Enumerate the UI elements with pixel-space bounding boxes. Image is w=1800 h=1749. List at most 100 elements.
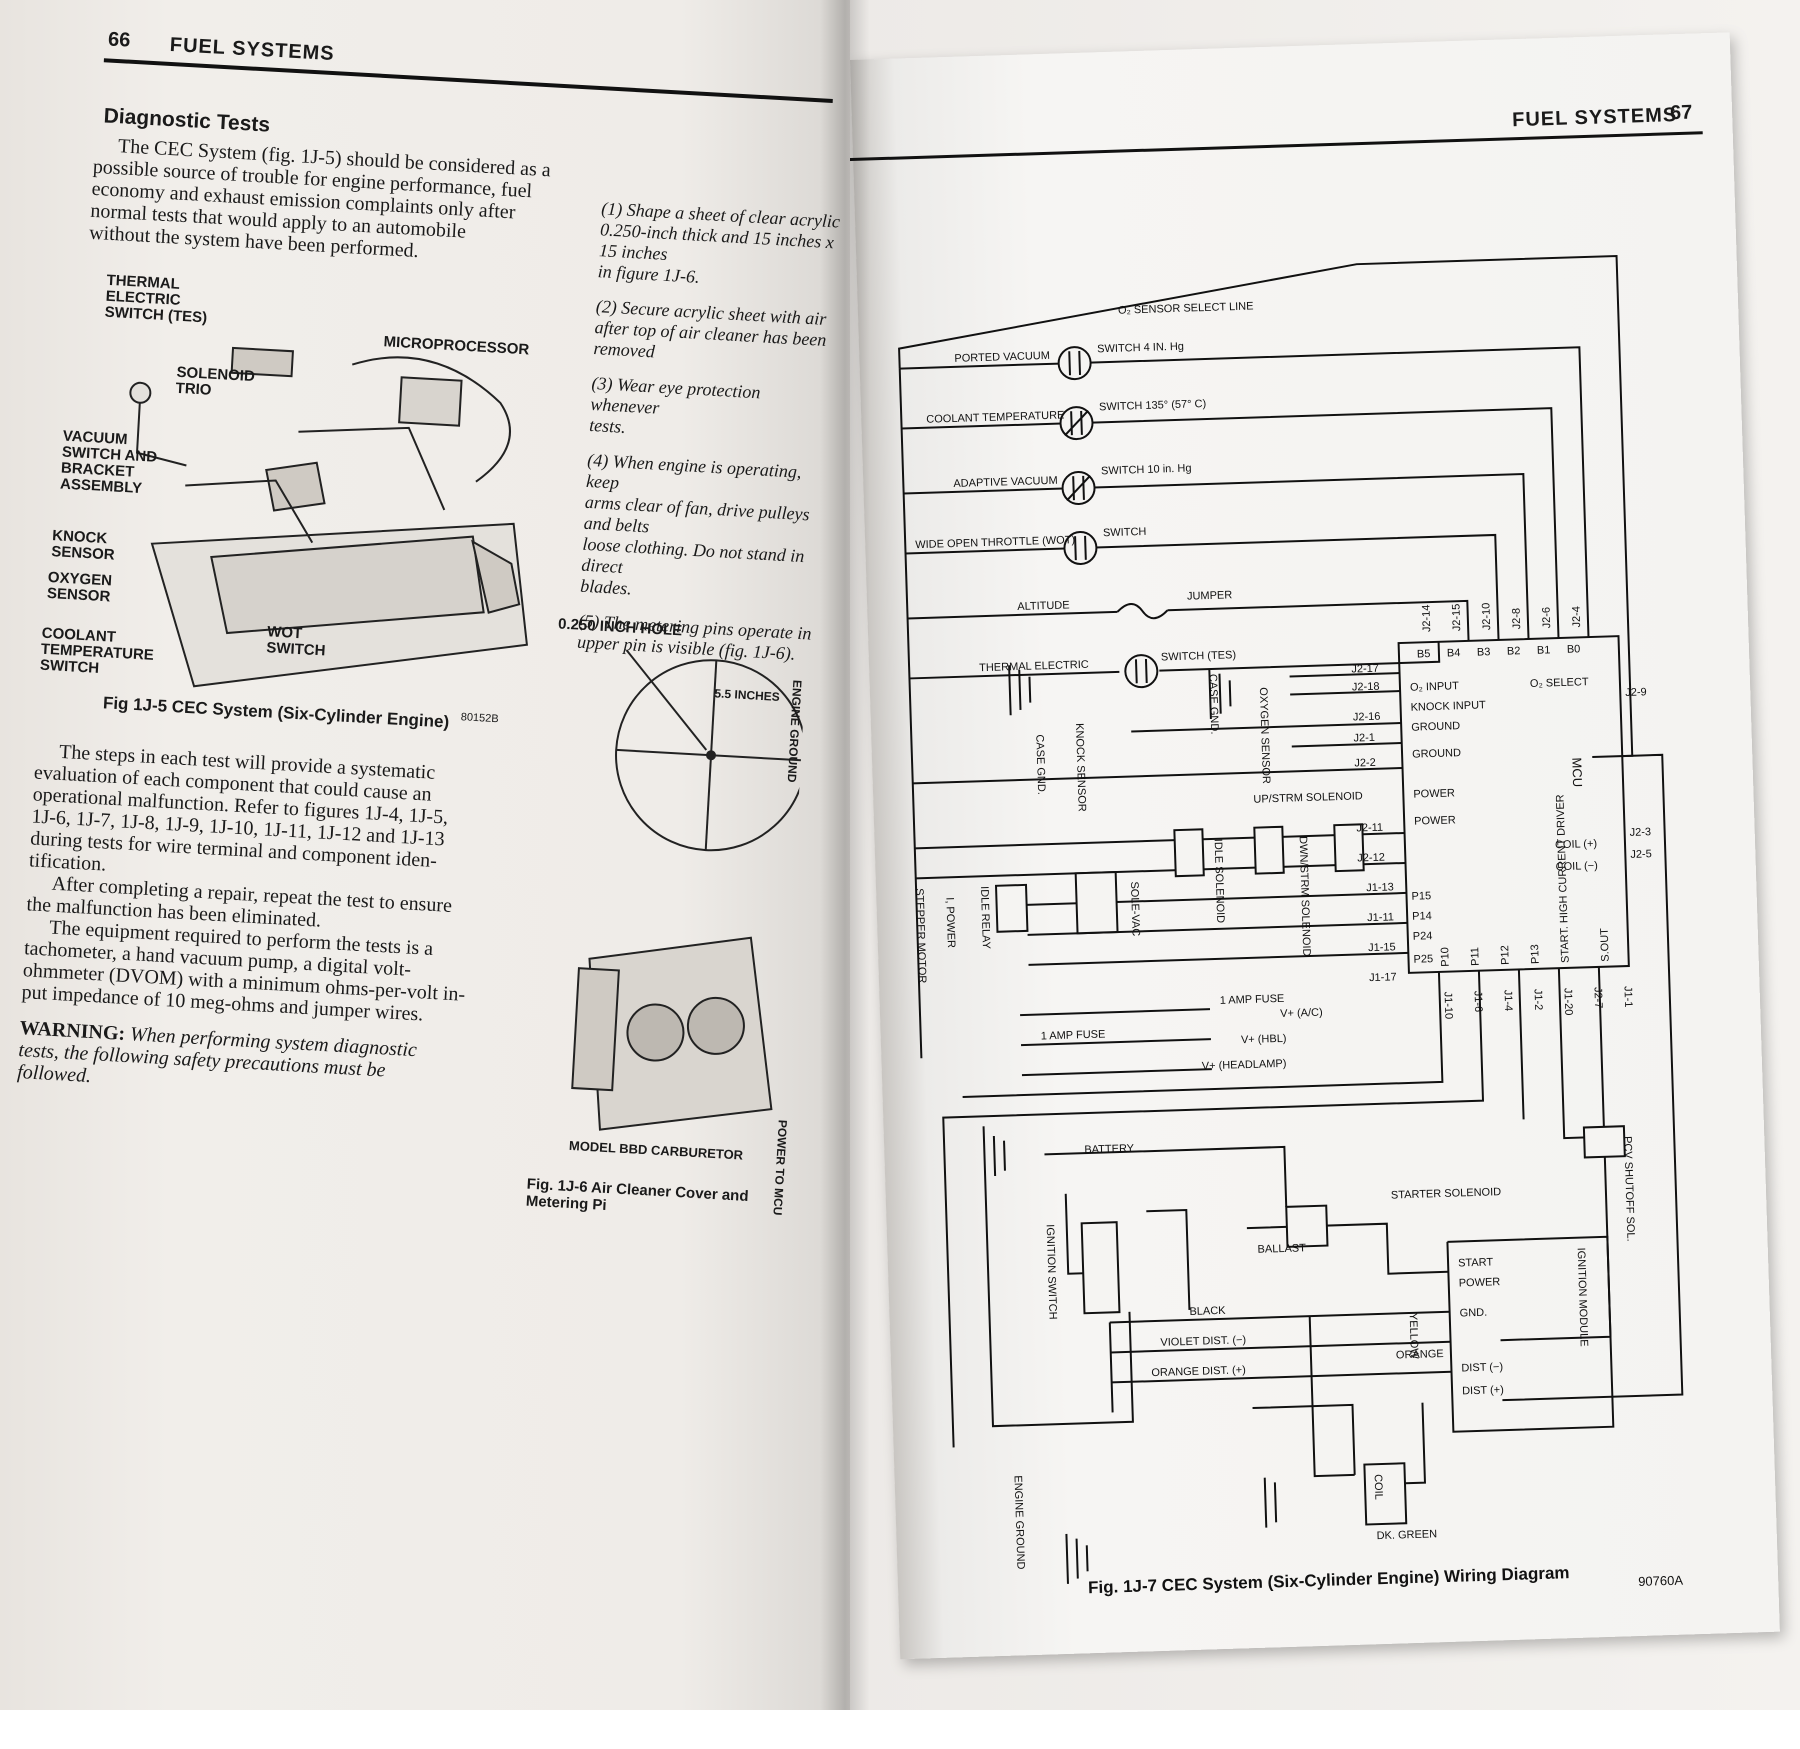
j2-12-label: J2-12 <box>1357 852 1385 865</box>
amp-fuse-2-label: 1 AMP FUSE <box>1041 1028 1106 1042</box>
j2-6-label: J2-6 <box>1541 607 1554 629</box>
j1-10-label: J1-10 <box>1442 992 1455 1020</box>
oxygen-sensor-label: OXYGEN SENSOR <box>1257 687 1272 784</box>
j1-17-label: J1-17 <box>1369 971 1397 984</box>
p15-label: P15 <box>1411 890 1431 903</box>
diagnostic-tests-heading: Diagnostic Tests <box>103 104 271 137</box>
amp-fuse-1-label: 1 AMP FUSE <box>1220 993 1285 1007</box>
right-page: FUEL SYSTEMS 67 <box>843 32 1780 1660</box>
j2-17-label: J2-17 <box>1351 663 1379 676</box>
yellow-label: YELLOW <box>1407 1313 1420 1360</box>
ground-label-1: GROUND <box>1411 720 1460 734</box>
j1-6-label: J1-6 <box>1472 991 1485 1013</box>
altitude-label: ALTITUDE <box>1017 599 1070 613</box>
knock-sensor-label: KNOCK SENSOR <box>50 527 116 564</box>
orange-label: ORANGE <box>1396 1348 1444 1361</box>
ignition-switch-label: IGNITION SWITCH <box>1044 1224 1059 1320</box>
dk-green-label: DK. GREEN <box>1376 1528 1437 1542</box>
coil-label: COIL <box>1372 1474 1385 1500</box>
coolant-switch-label: COOLANT TEMPERATURE SWITCH <box>39 624 155 677</box>
p12-label: P12 <box>1499 945 1512 965</box>
j1-13-label: J1-13 <box>1366 881 1394 894</box>
j1-2-label: J1-2 <box>1532 989 1545 1011</box>
cec-engine-illustration <box>129 346 529 688</box>
left-header-rule <box>103 58 833 103</box>
j1-4-label: J1-4 <box>1502 990 1515 1012</box>
start-driver-label: START. HIGH CURRENT DRIVER <box>1554 794 1571 963</box>
o2-select-label: O₂ SELECT <box>1530 676 1589 690</box>
right-figure-id: 90760A <box>1638 1573 1684 1589</box>
s-out-label: S.OUT <box>1599 928 1612 962</box>
ignition-module-box <box>1446 1235 1615 1433</box>
vacuum-switch-label: VACUUM SWITCH AND BRACKET ASSEMBLY <box>59 427 158 498</box>
switch-tes-label: SWITCH (TES) <box>1161 649 1237 663</box>
wot-switch-label: SWITCH <box>1103 526 1147 539</box>
knock-sensor-label: KNOCK SENSOR <box>1073 723 1088 812</box>
left-page-content: 66 FUEL SYSTEMS Diagnostic Tests The CEC… <box>0 0 851 1749</box>
j2-15-label: J2-15 <box>1450 604 1463 632</box>
o2-input-label: O₂ INPUT <box>1410 680 1460 694</box>
p25-label: P25 <box>1413 953 1433 966</box>
b3-label: B3 <box>1477 646 1491 658</box>
j2-11-label: J2-11 <box>1356 822 1383 835</box>
p13-label: P13 <box>1529 944 1542 964</box>
i-power-label: I, POWER <box>943 897 957 948</box>
steps-paragraph: The steps in each test will provide a sy… <box>17 740 525 1111</box>
jumper-label: JUMPER <box>1187 589 1233 602</box>
knock-input-label: KNOCK INPUT <box>1410 699 1486 713</box>
idle-relay-label: IDLE RELAY <box>978 886 992 950</box>
right-page-number: 67 <box>1669 101 1693 125</box>
case-gnd-label: CASE GND. <box>1033 734 1047 795</box>
book-gutter <box>820 0 870 1710</box>
j2-8-label: J2-8 <box>1511 608 1524 630</box>
left-bus <box>898 368 923 1059</box>
p24-label: P24 <box>1413 930 1433 943</box>
oxygen-sensor-label: OXYGEN SENSOR <box>46 568 113 606</box>
intro-paragraph: The CEC System (fig. 1J-5) should be con… <box>89 134 584 271</box>
j2-4-label: J2-4 <box>1571 606 1584 628</box>
sole-vac-label: SOLE-VAC <box>1128 881 1142 936</box>
ignition-module-label: IGNITION MODULE <box>1575 1247 1590 1346</box>
left-page: 66 FUEL SYSTEMS Diagnostic Tests The CEC… <box>0 0 850 1710</box>
j2-9-label: J2-9 <box>1625 686 1647 699</box>
j1-11-label: J1-11 <box>1367 911 1394 924</box>
v-hbl-label: V+ (HBL) <box>1241 1033 1287 1046</box>
coolant-temp-label: COOLANT TEMPERATURE <box>926 409 1064 425</box>
dist-neg-label: DIST (−) <box>1461 1361 1503 1374</box>
dwnstrm-label: DWN/STRM SOLENOID <box>1297 836 1313 957</box>
ballast-label: BALLAST <box>1257 1242 1306 1256</box>
battery-label: BATTERY <box>1084 1143 1135 1157</box>
p11-label: P11 <box>1469 947 1482 966</box>
solenoid-trio-label: SOLENOID TRIO <box>175 363 256 399</box>
j2-10-label: J2-10 <box>1480 603 1493 631</box>
gnd-label: GND. <box>1459 1307 1487 1320</box>
engine-ground-label: ENGINE GROUND <box>1012 1475 1027 1570</box>
j2-1-label: J2-1 <box>1353 732 1375 745</box>
b2-label: B2 <box>1507 645 1521 657</box>
thermal-switch-label: THERMAL ELECTRIC SWITCH (TES) <box>104 271 208 327</box>
upstrm-label: UP/STRM SOLENOID <box>1253 790 1363 805</box>
thermal-electric-label: THERMAL ELECTRIC <box>979 659 1089 674</box>
j2-7-label: J2-7 <box>1591 987 1604 1009</box>
black-label: BLACK <box>1189 1305 1226 1318</box>
mcu-label: MCU <box>1569 757 1585 787</box>
numbered-steps: (1) Shape a sheet of clear acrylic 0.250… <box>577 198 842 666</box>
ground-label-2: GROUND <box>1412 747 1461 761</box>
left-section-title: FUEL SYSTEMS <box>169 33 336 66</box>
switch-135-label: SWITCH 135° (57° C) <box>1099 398 1207 413</box>
coil-pos-label: COIL (+) <box>1555 838 1597 851</box>
b4-label: B4 <box>1447 647 1461 659</box>
j2-18-label: J2-18 <box>1352 681 1380 694</box>
case-gnd2-label: CASE GND. <box>1206 674 1220 735</box>
right-figure-caption: Fig. 1J-7 CEC System (Six-Cylinder Engin… <box>1088 1563 1570 1597</box>
starter-solenoid-label: STARTER SOLENOID <box>1391 1186 1502 1201</box>
p14-label: P14 <box>1412 910 1432 923</box>
wot-label: WIDE OPEN THROTTLE (WOT) <box>915 534 1075 551</box>
p10-label: P10 <box>1439 947 1452 967</box>
left-page-number: 66 <box>107 28 131 52</box>
fig5-id: 80152B <box>460 711 499 726</box>
j2-16-label: J2-16 <box>1353 711 1381 724</box>
switch-4in-label: SWITCH 4 IN. Hg <box>1097 341 1184 356</box>
coil-neg-label: COIL (−) <box>1556 860 1598 873</box>
v-ac-label: V+ (A/C) <box>1280 1007 1323 1020</box>
